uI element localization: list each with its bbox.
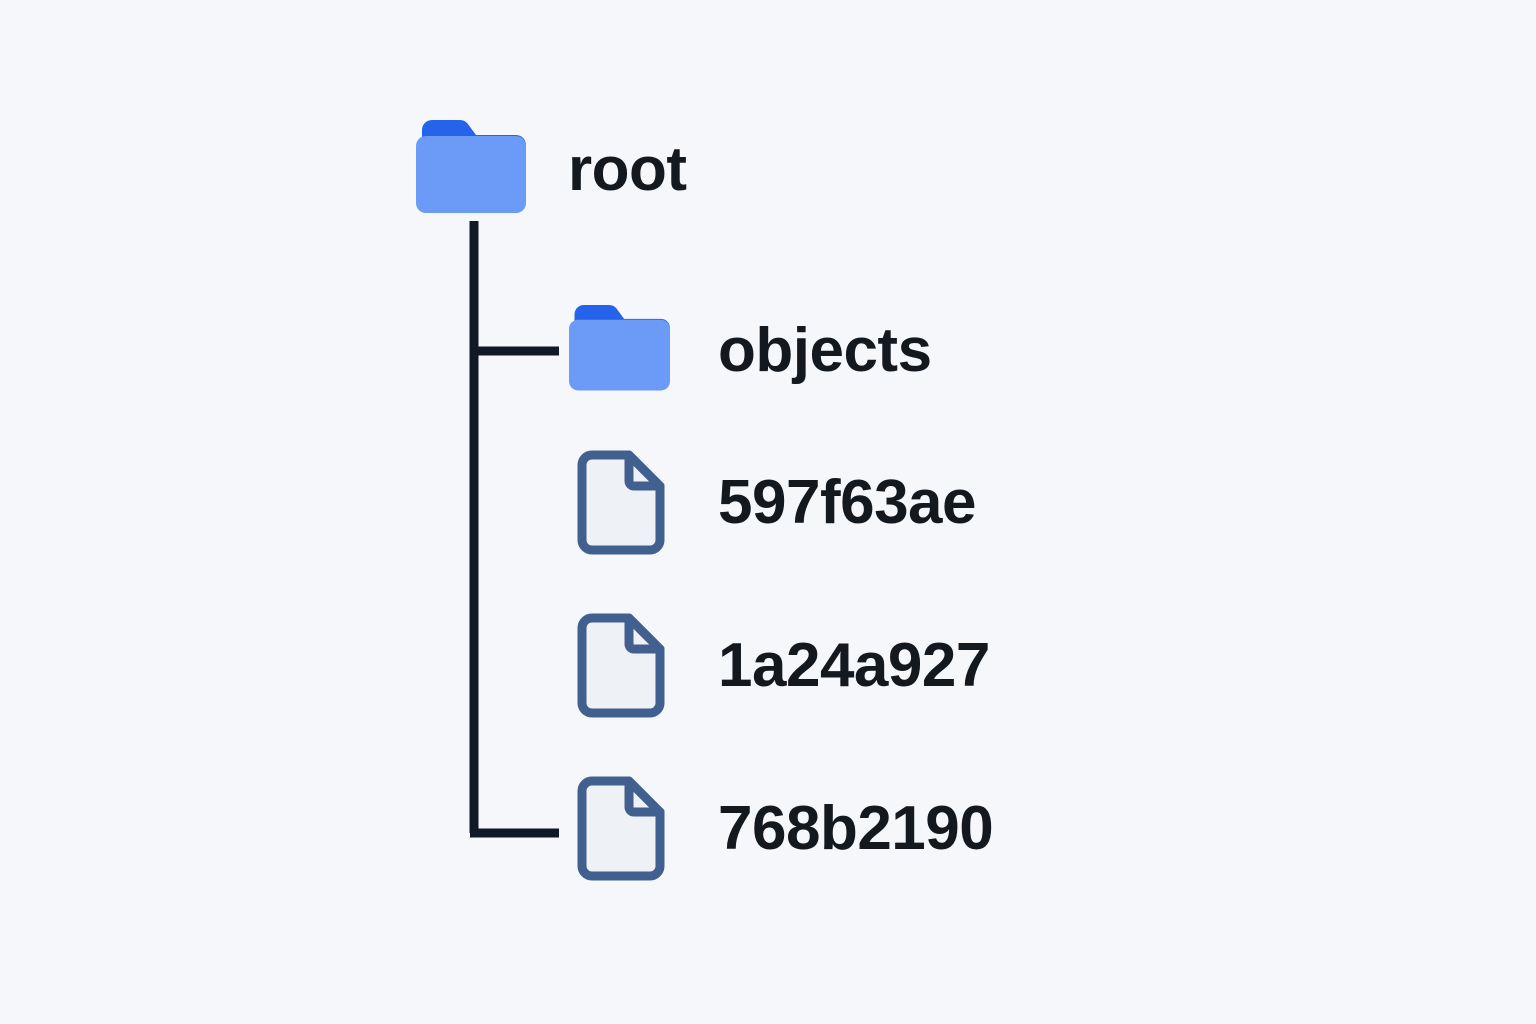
tree-node-label: 1a24a927: [718, 631, 990, 700]
tree-node-label: 768b2190: [718, 794, 994, 863]
file-icon: [577, 450, 665, 555]
tree-node-file[interactable]: 597f63ae: [577, 450, 977, 555]
tree-node-root[interactable]: root: [416, 118, 687, 221]
tree-node-label: objects: [718, 316, 932, 385]
folder-icon: [569, 305, 670, 391]
folder-icon: [416, 120, 526, 213]
tree-node-label: root: [568, 135, 687, 204]
tree-node-objects[interactable]: objects: [569, 303, 932, 398]
file-icon: [577, 613, 665, 718]
file-icon: [577, 776, 665, 881]
tree-node-file[interactable]: 1a24a927: [577, 613, 990, 718]
tree-node-file[interactable]: 768b2190: [577, 776, 994, 881]
tree-node-label: 597f63ae: [718, 468, 977, 537]
